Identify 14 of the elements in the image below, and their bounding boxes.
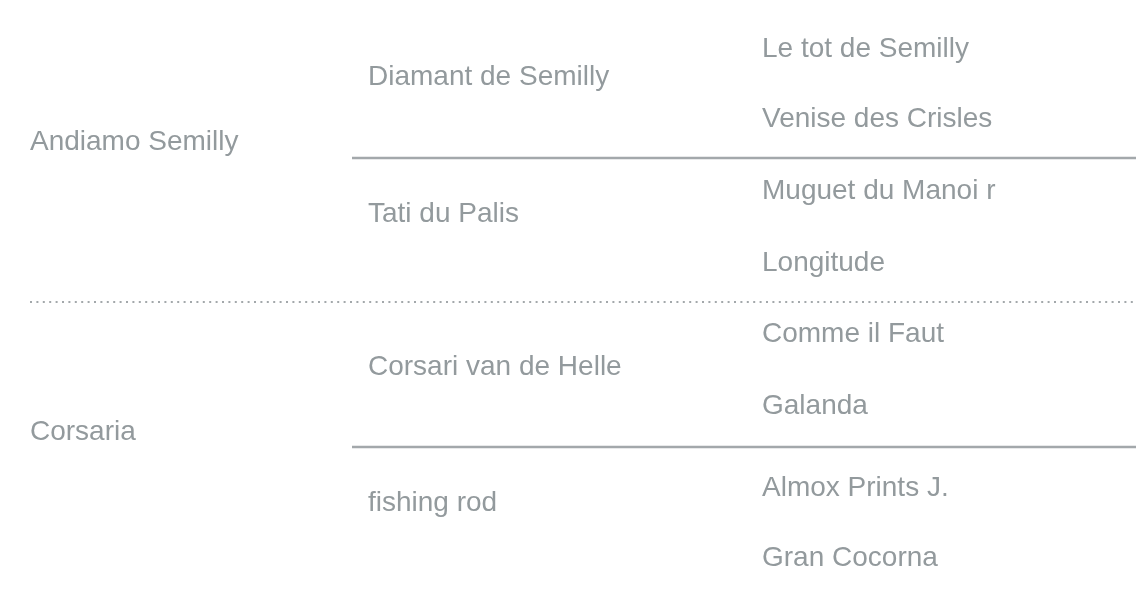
pedigree-name: Almox Prints J.: [762, 470, 949, 504]
pedigree-name: fishing rod: [368, 485, 498, 519]
pedigree-name: Andiamo Semilly: [30, 124, 239, 158]
pedigree-name: Gran Cocorna: [762, 540, 938, 574]
pedigree-name: Venise des Crisles: [762, 101, 993, 135]
pedigree-name: Corsaria: [30, 414, 136, 448]
pedigree-name: Diamant de Semilly: [368, 59, 610, 93]
pedigree-name: Galanda: [762, 388, 868, 422]
pedigree-name: Longitude: [762, 245, 885, 279]
pedigree-name: Tati du Palis: [368, 196, 519, 230]
pedigree-name: Le tot de Semilly: [762, 31, 969, 65]
pedigree-name: Comme il Faut: [762, 316, 945, 350]
pedigree-name: Muguet du Manoi r: [762, 173, 996, 207]
pedigree-name: Corsari van de Helle: [368, 349, 622, 383]
